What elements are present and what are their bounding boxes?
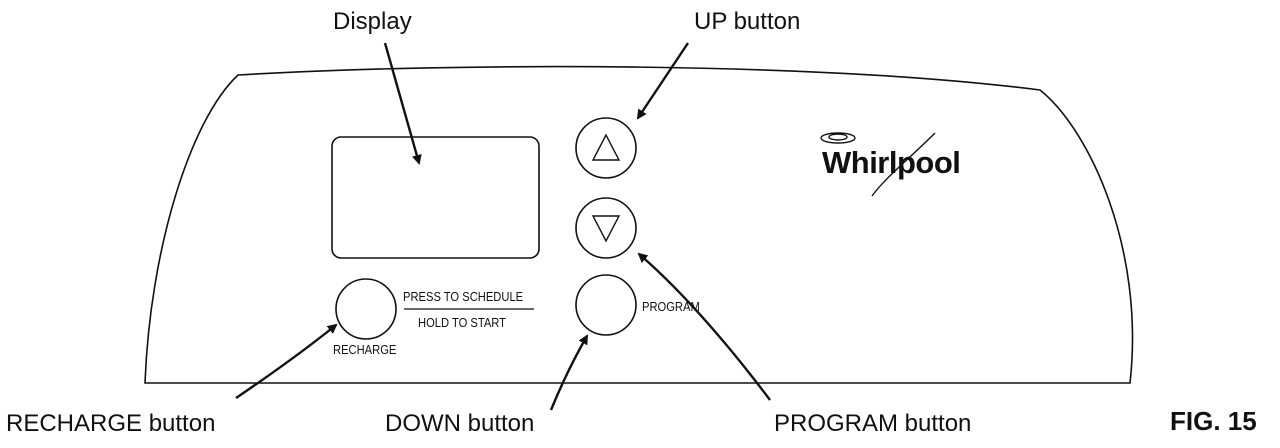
panel-outline bbox=[144, 65, 1134, 384]
down-button-callout: DOWN button bbox=[385, 410, 535, 437]
display-arrow bbox=[383, 42, 422, 165]
program-button-callout: PROGRAM button bbox=[774, 410, 972, 437]
up-arrow bbox=[636, 42, 689, 120]
program-button[interactable] bbox=[575, 274, 637, 336]
recharge-button-callout: RECHARGE button bbox=[6, 410, 216, 437]
triangle-down-icon bbox=[591, 215, 621, 243]
down-arrow bbox=[549, 334, 589, 411]
whirlpool-swirl-icon bbox=[820, 132, 936, 197]
program-label: PROGRAM bbox=[642, 299, 700, 314]
start-text: HOLD TO START bbox=[418, 315, 507, 330]
triangle-up-icon bbox=[591, 133, 621, 161]
down-button[interactable] bbox=[575, 197, 637, 259]
recharge-button[interactable] bbox=[335, 278, 397, 340]
up-button[interactable] bbox=[575, 117, 637, 179]
display-window bbox=[331, 136, 540, 259]
display-callout: Display bbox=[333, 8, 412, 35]
recharge-label: RECHARGE bbox=[333, 342, 397, 357]
figure-label: FIG. 15 bbox=[1170, 406, 1257, 436]
recharge-arrow bbox=[235, 323, 338, 399]
whirlpool-logo: Whirlpool bbox=[822, 145, 961, 180]
program-arrow bbox=[637, 252, 771, 401]
schedule-text: PRESS TO SCHEDULE bbox=[403, 289, 524, 304]
up-button-callout: UP button bbox=[694, 8, 801, 35]
